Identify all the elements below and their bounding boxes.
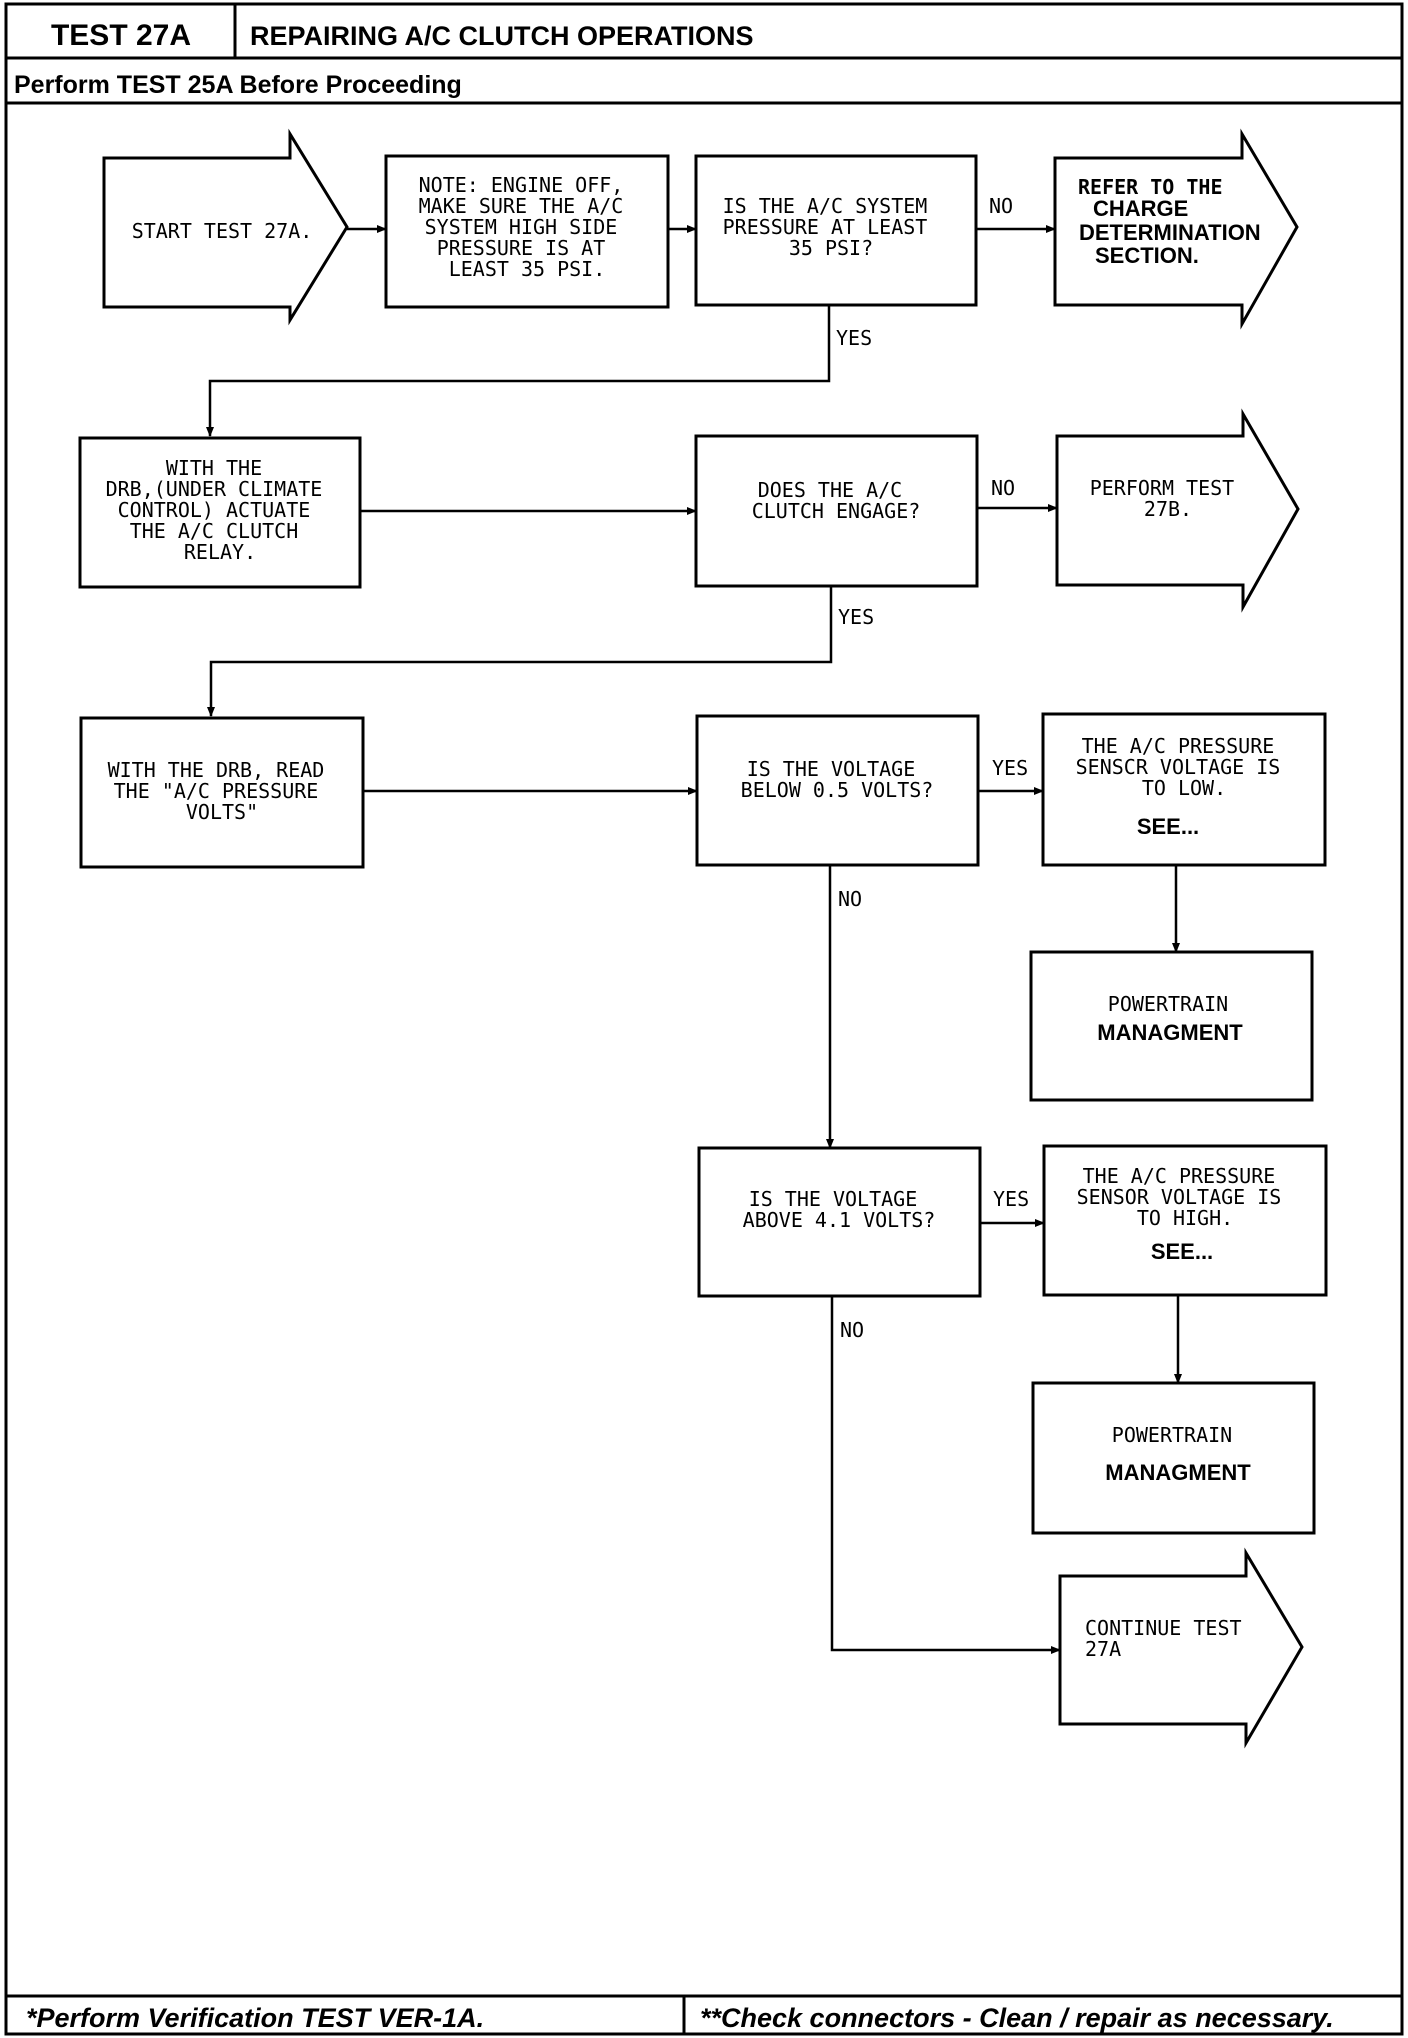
- edge-pressure-yes: [206, 305, 831, 437]
- read-volts-node: WITH THE DRB, READ THE "A/C PRESSURE VOL…: [108, 758, 337, 824]
- label-yes: YES: [836, 326, 872, 350]
- test-id: TEST 27A: [51, 19, 191, 52]
- decision-above-box: [697, 1146, 982, 1298]
- decision-clutch: DOES THE A/C CLUTCH ENGAGE?: [752, 478, 921, 523]
- page-frame: [4, 2, 1404, 2036]
- actuate-relay-box: [78, 436, 362, 589]
- label-no: NO: [838, 887, 862, 911]
- label-yes: YES: [838, 605, 874, 629]
- continue-node: CONTINUE TEST 27A: [1085, 1616, 1254, 1661]
- sensor-high-node: THE A/C PRESSURE SENSOR VOLTAGE IS TO HI…: [1077, 1164, 1294, 1230]
- sensor-high-see: SEE...: [1151, 1239, 1213, 1264]
- actuate-relay-node: WITH THE DRB,(UNDER CLIMATE CONTROL) ACT…: [106, 456, 335, 564]
- decision-below: IS THE VOLTAGE BELOW 0.5 VOLTS?: [741, 757, 934, 802]
- label-no: NO: [989, 194, 1013, 218]
- decision-above: IS THE VOLTAGE ABOVE 4.1 VOLTS?: [743, 1187, 936, 1232]
- note-node: NOTE: ENGINE OFF, MAKE SURE THE A/C SYST…: [419, 173, 636, 281]
- refer-charge-node: REFER TO THE CHARGE DETERMINATION SECTIO…: [1078, 174, 1267, 268]
- perform-27b-node: PERFORM TEST 27B.: [1090, 476, 1247, 521]
- footer-left-note: *Perform Verification TEST VER-1A.: [26, 2003, 484, 2033]
- edge-above-no: [830, 1296, 1061, 1654]
- sensor-low-node: THE A/C PRESSURE SENSCR VOLTAGE IS TO LO…: [1076, 734, 1293, 800]
- decision-pressure-box: [694, 154, 978, 307]
- powertrain-low-node: POWERTRAIN MANAGMENT: [1097, 992, 1243, 1045]
- perform-27b-arrow-shape: [1055, 408, 1300, 613]
- label-no: NO: [840, 1318, 864, 1342]
- page-subtitle: Perform TEST 25A Before Proceeding: [14, 71, 462, 99]
- sensor-low-box: [1041, 712, 1327, 867]
- continue-arrow-shape: [1058, 1547, 1304, 1749]
- label-yes: YES: [992, 756, 1028, 780]
- refer-arrow-shape: [1053, 128, 1299, 330]
- decision-pressure: IS THE A/C SYSTEM PRESSURE AT LEAST 35 P…: [723, 194, 940, 260]
- sensor-low-see: SEE...: [1137, 814, 1199, 839]
- page-title: REPAIRING A/C CLUTCH OPERATIONS: [250, 21, 754, 51]
- start-node: START TEST 27A.: [132, 219, 313, 243]
- note-box: [384, 154, 670, 309]
- label-yes: YES: [993, 1187, 1029, 1211]
- start-arrow-shape: [102, 128, 349, 326]
- powertrain-high-box: [1031, 1381, 1316, 1535]
- footer-right-note: **Check connectors - Clean / repair as n…: [700, 2003, 1334, 2033]
- label-no: NO: [991, 476, 1015, 500]
- decision-clutch-box: [694, 434, 979, 588]
- read-volts-box: [79, 716, 365, 869]
- powertrain-low-box: [1029, 950, 1314, 1102]
- powertrain-high-node: POWERTRAIN MANAGMENT: [1105, 1423, 1251, 1485]
- edge-clutch-yes: [207, 586, 833, 717]
